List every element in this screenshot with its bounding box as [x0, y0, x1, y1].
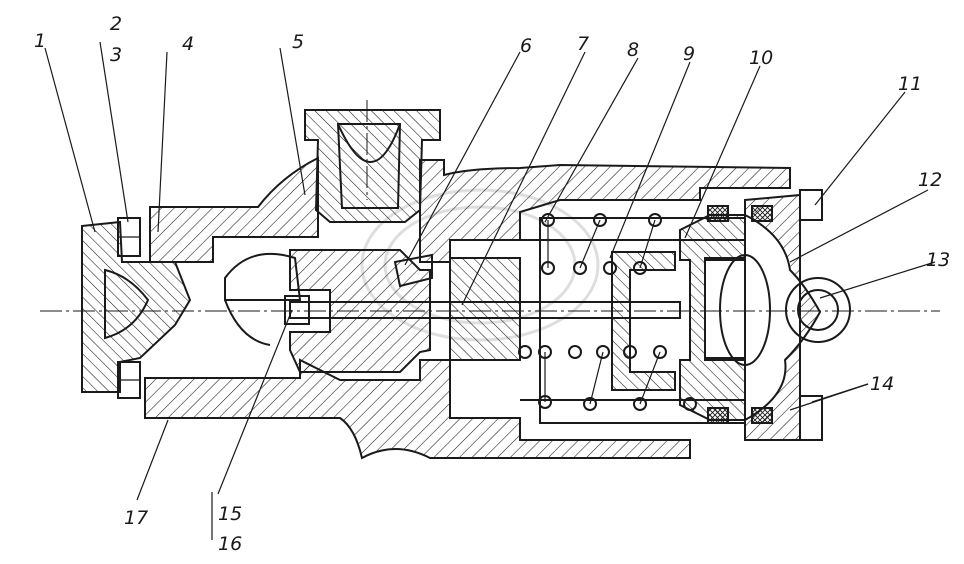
- right-bolt-top: [799, 189, 823, 221]
- diaphragm: [704, 257, 746, 359]
- right-eye: [785, 277, 851, 343]
- spring-cup: [611, 251, 676, 391]
- callout-15: 15: [218, 503, 242, 525]
- seal-bottom-2: [751, 407, 773, 424]
- leader-lines: [44, 41, 936, 540]
- callout-12: 12: [918, 169, 942, 191]
- callout-labels: 1 2 3 4 5 6 7 8 9 10 11 12 13 14 15 16 1…: [34, 13, 950, 555]
- callout-5: 5: [292, 31, 304, 53]
- callout-8: 8: [627, 39, 639, 61]
- valve-body-upper: [149, 156, 319, 263]
- inlet-fitting: [304, 109, 441, 223]
- plunger: [289, 249, 431, 373]
- rod-nut: [284, 295, 310, 325]
- callout-10: 10: [749, 47, 773, 69]
- piston: [679, 214, 746, 421]
- callout-1: 1: [34, 30, 46, 52]
- callout-9: 9: [683, 43, 695, 65]
- valve-body-lower: [144, 358, 691, 460]
- right-housing: [744, 193, 822, 441]
- seal-top-2: [751, 205, 773, 222]
- guide-sleeve: [449, 257, 521, 361]
- eye-pin: [797, 289, 839, 331]
- callout-4: 4: [182, 33, 194, 55]
- callout-17: 17: [124, 507, 148, 529]
- callout-13: 13: [926, 249, 950, 271]
- callout-3: 3: [110, 44, 122, 66]
- ball-valve: [224, 252, 302, 301]
- left-cover: [81, 220, 192, 393]
- seal-top-1: [707, 205, 729, 222]
- callout-11: 11: [898, 73, 922, 95]
- seal-bottom-1: [707, 407, 729, 424]
- valve-body-upper-right: [419, 159, 791, 263]
- callout-7: 7: [577, 33, 589, 55]
- callout-16: 16: [218, 533, 242, 555]
- callout-6: 6: [520, 35, 532, 57]
- callout-14: 14: [870, 373, 894, 395]
- callout-2: 2: [110, 13, 122, 35]
- right-bolt-bottom: [799, 395, 823, 441]
